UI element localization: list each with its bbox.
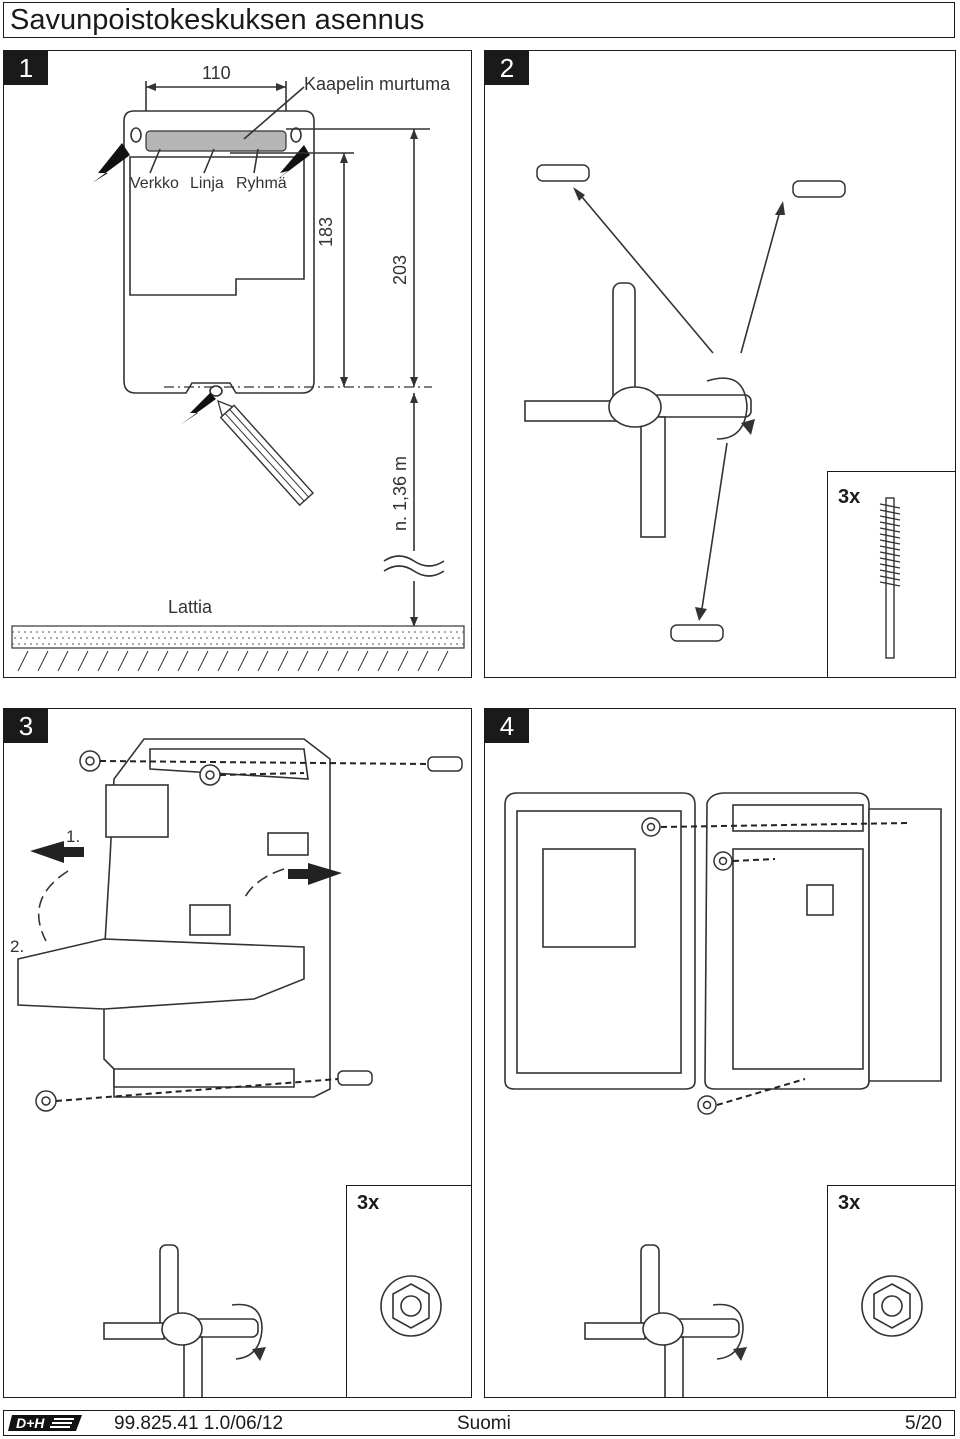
open-housing-diagram	[504, 792, 942, 1115]
nut-qty-box: 3x	[827, 1185, 955, 1397]
cross-wrench-icon	[103, 1244, 266, 1397]
base-mounting-diagram	[17, 738, 463, 1112]
page-number: 5/20	[905, 1413, 942, 1434]
cross-wrench-icon	[584, 1244, 747, 1397]
cross-wrench-icon	[524, 282, 752, 538]
wall-plug-icon	[337, 756, 463, 1086]
page-title: Savunpoistokeskuksen asennus	[10, 4, 425, 36]
step-1-panel: 1	[3, 50, 472, 678]
floor-label: Lattia	[168, 597, 213, 617]
step-number: 4	[485, 709, 529, 743]
nut-quantity: 3x	[357, 1192, 380, 1214]
drilling-diagram	[524, 164, 846, 642]
nut-icon	[861, 1275, 923, 1337]
screw-qty-box: 3x	[827, 471, 955, 677]
step-arrow-1-label: 1.	[66, 827, 81, 846]
step-arrow-2-label: 2.	[10, 937, 25, 956]
width-dimension-label: 110	[202, 63, 231, 83]
terminal-label-network: Verkko	[130, 175, 179, 192]
page-title-bar: Savunpoistokeskuksen asennus	[3, 2, 955, 38]
step-number: 3	[4, 709, 48, 743]
cable-break-label: Kaapelin murtuma	[304, 74, 451, 94]
step-number: 1	[4, 51, 48, 85]
document-number: 99.825.41 1.0/06/12	[114, 1413, 284, 1434]
language-label: Suomi	[457, 1413, 511, 1434]
screw-quantity: 3x	[838, 486, 861, 508]
screw-icon	[879, 497, 901, 659]
screw-icon	[35, 750, 221, 1112]
step-number: 2	[485, 51, 529, 85]
step-2-panel: 2 3x	[484, 50, 956, 678]
nut-qty-box: 3x	[346, 1185, 471, 1397]
screw-icon	[641, 817, 733, 1115]
dimension-203-label: 203	[390, 254, 410, 285]
terminal-label-line: Linja	[190, 175, 224, 192]
dimension-183-label: 183	[316, 216, 336, 247]
dh-logo: D+H	[8, 1415, 82, 1431]
terminal-label-group: Ryhmä	[236, 175, 287, 192]
svg-text:D+H: D+H	[16, 1415, 45, 1431]
device-base-icon	[17, 738, 331, 1098]
device-housing-icon	[504, 792, 942, 1090]
nut-quantity: 3x	[838, 1192, 861, 1214]
page-footer: D+H 99.825.41 1.0/06/12 Suomi 5/20	[3, 1410, 955, 1436]
nut-icon	[380, 1275, 442, 1337]
mounting-height-diagram	[11, 81, 465, 672]
mounting-height-label: n. 1,36 m	[390, 455, 410, 531]
step-4-panel: 4	[484, 708, 956, 1398]
wall-plug-icon	[536, 164, 846, 642]
step-3-panel: 3 1. 2.	[3, 708, 472, 1398]
